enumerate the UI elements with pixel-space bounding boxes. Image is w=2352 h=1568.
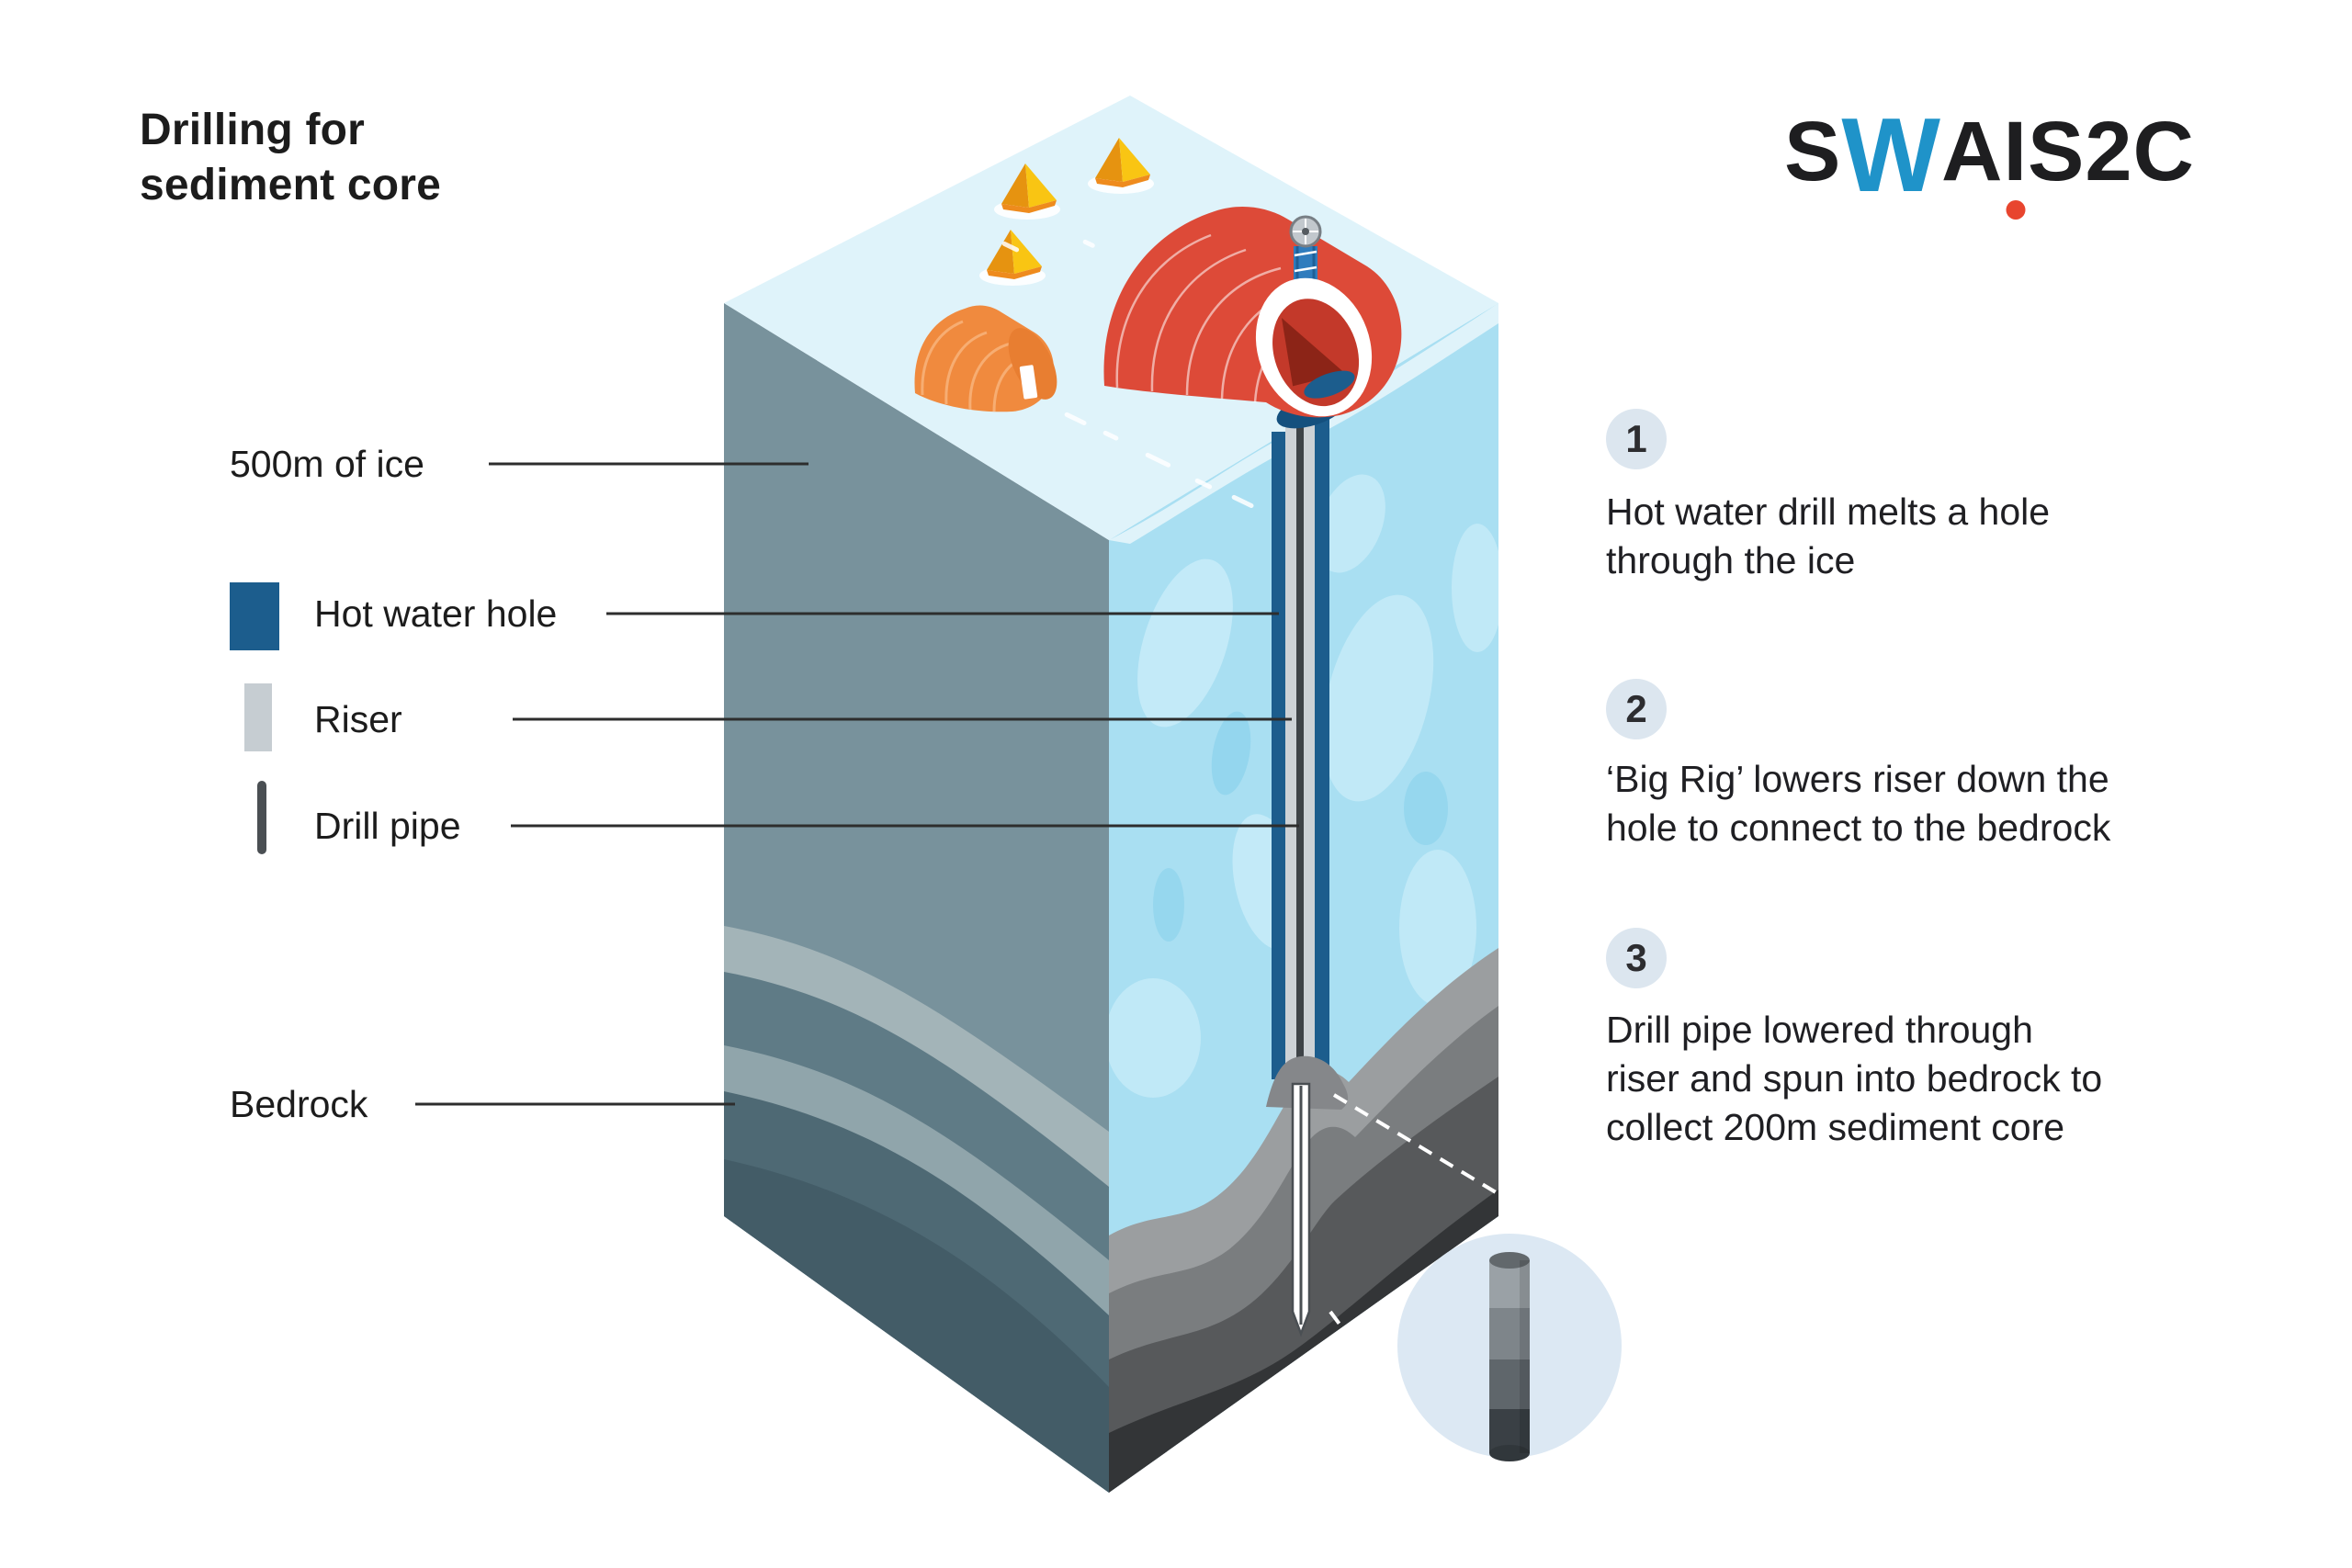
step-1-text: Hot water drill melts a hole through the…	[1606, 488, 2050, 585]
pyramid-tent-3	[979, 230, 1046, 286]
drill-camp	[914, 138, 1402, 509]
big-rig-building	[1103, 207, 1402, 418]
swatch-hot-water-hole	[230, 582, 279, 650]
logo-letter-i: I	[2003, 109, 2028, 220]
step-3-line-3: collect 200m sediment core	[1606, 1106, 2065, 1148]
projection-lines	[1329, 1093, 1516, 1427]
step-1-line-1: Hot water drill melts a hole	[1606, 491, 2051, 533]
glacier-left-face	[724, 303, 1109, 1493]
borehole	[1272, 418, 1329, 1093]
pyramid-tent-2	[1088, 138, 1154, 194]
label-riser: Riser	[314, 698, 402, 740]
leader-lines	[415, 462, 1299, 1106]
logo-letter-s: S	[1784, 104, 1842, 198]
step-2-badge: 2	[1606, 679, 1667, 739]
step-1-number: 1	[1625, 417, 1647, 460]
step-3-line-2: riser and spun into bedrock to	[1606, 1057, 2103, 1100]
step-2-line-1: ‘Big Rig’ lowers riser down the	[1606, 758, 2109, 800]
hut-door	[1019, 365, 1038, 400]
step-1-line-2: through the ice	[1606, 539, 1856, 581]
title-line-2: sediment core	[140, 161, 442, 210]
snow-marks	[1001, 239, 1254, 509]
logo-dot	[2006, 200, 2026, 220]
pyramid-tent-1	[994, 164, 1060, 220]
label-hot-water-hole: Hot water hole	[314, 592, 558, 635]
swais2c-logo: S W A I S2C	[1784, 103, 2195, 220]
pulley-wheel-icon	[1289, 215, 1322, 248]
page-title: Drilling for sediment core	[140, 103, 441, 214]
step-3-number: 3	[1625, 936, 1647, 979]
logo-letters-s2c: S2C	[2028, 104, 2195, 198]
arch-end-cap	[1255, 277, 1373, 417]
logo-letter-a: A	[1940, 104, 2004, 198]
logo-letter-w: W	[1841, 97, 1941, 214]
riser-left	[1285, 427, 1296, 1093]
step-2-line-2: hole to connect to the bedrock	[1606, 807, 2111, 849]
step-3-line-1: Drill pipe lowered through	[1606, 1009, 2033, 1051]
hot-water-hole-right	[1315, 418, 1329, 1066]
step-1-badge: 1	[1606, 409, 1667, 469]
title-line-1: Drilling for	[140, 106, 366, 154]
drill-pipe-line	[1296, 424, 1304, 1089]
riser-right	[1304, 421, 1315, 1089]
logo-letter-i-glyph: I	[2003, 104, 2028, 198]
swatch-drill-pipe	[257, 781, 266, 854]
label-bedrock: Bedrock	[230, 1083, 368, 1125]
sediment-core-inset	[1397, 1234, 1622, 1461]
orange-hut	[914, 305, 1057, 412]
step-2-number: 2	[1625, 687, 1647, 730]
hot-water-hole-left	[1272, 432, 1285, 1079]
step-3-text: Drill pipe lowered through riser and spu…	[1606, 1006, 2102, 1152]
label-ice-depth: 500m of ice	[230, 443, 424, 485]
step-2-text: ‘Big Rig’ lowers riser down the hole to …	[1606, 755, 2110, 852]
label-drill-pipe: Drill pipe	[314, 805, 461, 847]
swatch-riser	[244, 683, 272, 751]
step-3-badge: 3	[1606, 928, 1667, 988]
